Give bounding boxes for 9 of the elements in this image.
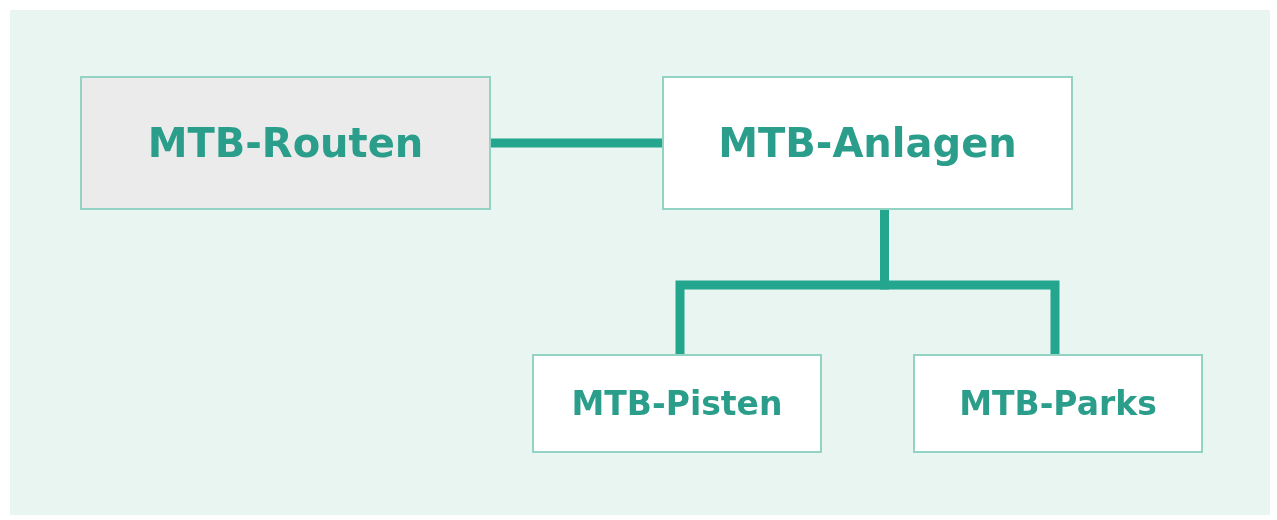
box-label: MTB-Routen [147,120,424,166]
box-label: MTB-Pisten [571,384,783,423]
box-label: MTB-Parks [959,384,1157,423]
process-box [80,76,491,210]
process-box [913,354,1203,453]
process-box [532,354,822,453]
process-box [662,76,1073,210]
box-label: MTB-Anlagen [718,120,1017,166]
connector-line [491,138,662,148]
